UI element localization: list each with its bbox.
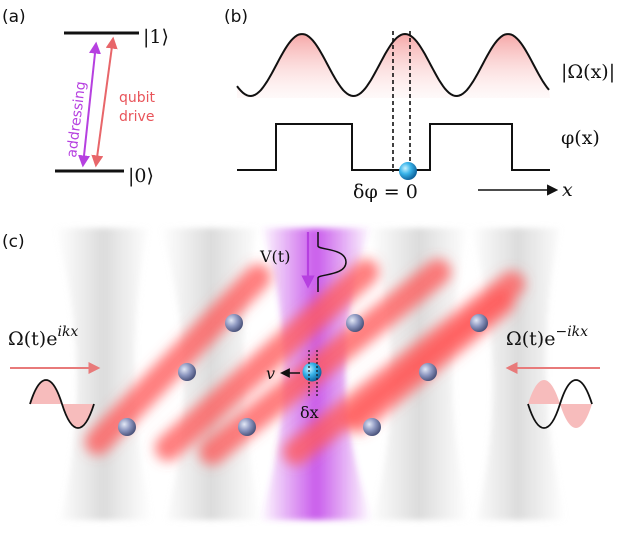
atom [238, 418, 256, 436]
state-1-label: |1⟩ [143, 26, 169, 48]
panel-b: (b) |Ω(x)| φ(x) δφ = 0 x [224, 7, 615, 203]
delta-phi-label: δφ = 0 [353, 181, 418, 203]
tweezer-beam-4 [470, 228, 566, 520]
phi-curve [237, 123, 550, 171]
panel-a: (a) |1⟩ |0⟩ addressing qubit drive [2, 7, 169, 187]
atom [470, 314, 488, 332]
qubit-label-line1: qubit [119, 90, 156, 106]
panel-a-label: (a) [2, 7, 26, 27]
velocity-label: v [266, 364, 275, 383]
right-field-label: Ω(t)e−ikx [506, 324, 588, 350]
state-0-label: |0⟩ [128, 165, 154, 187]
panel-b-label: (b) [224, 7, 248, 27]
atom [178, 363, 196, 381]
potential-label: V(t) [259, 247, 290, 266]
panel-c-label: (c) [2, 232, 25, 252]
dx-label: δx [300, 403, 319, 422]
x-axis-label: x [562, 179, 573, 201]
left-wave [29, 379, 95, 429]
stripe-1 [85, 264, 271, 455]
qubit-drive-arrow [91, 36, 118, 168]
phi-label: φ(x) [561, 127, 600, 149]
addressed-atom [302, 362, 322, 382]
omega-label: |Ω(x)| [561, 61, 615, 83]
atom [363, 418, 381, 436]
panel-c: (c) [2, 228, 600, 520]
atom [225, 314, 243, 332]
atom [419, 363, 437, 381]
right-wave-fill [528, 380, 560, 404]
potential-pulse [317, 232, 347, 292]
atom [118, 418, 136, 436]
tweezer-beam-1 [55, 228, 152, 520]
stripe-2 [155, 259, 379, 461]
atom [346, 314, 364, 332]
qubit-label-line2: drive [119, 109, 154, 125]
left-field-label: Ω(t)eikx [8, 324, 78, 350]
right-wave [527, 379, 593, 429]
atom-b [399, 162, 417, 180]
right-wave-fill-2 [560, 404, 592, 428]
